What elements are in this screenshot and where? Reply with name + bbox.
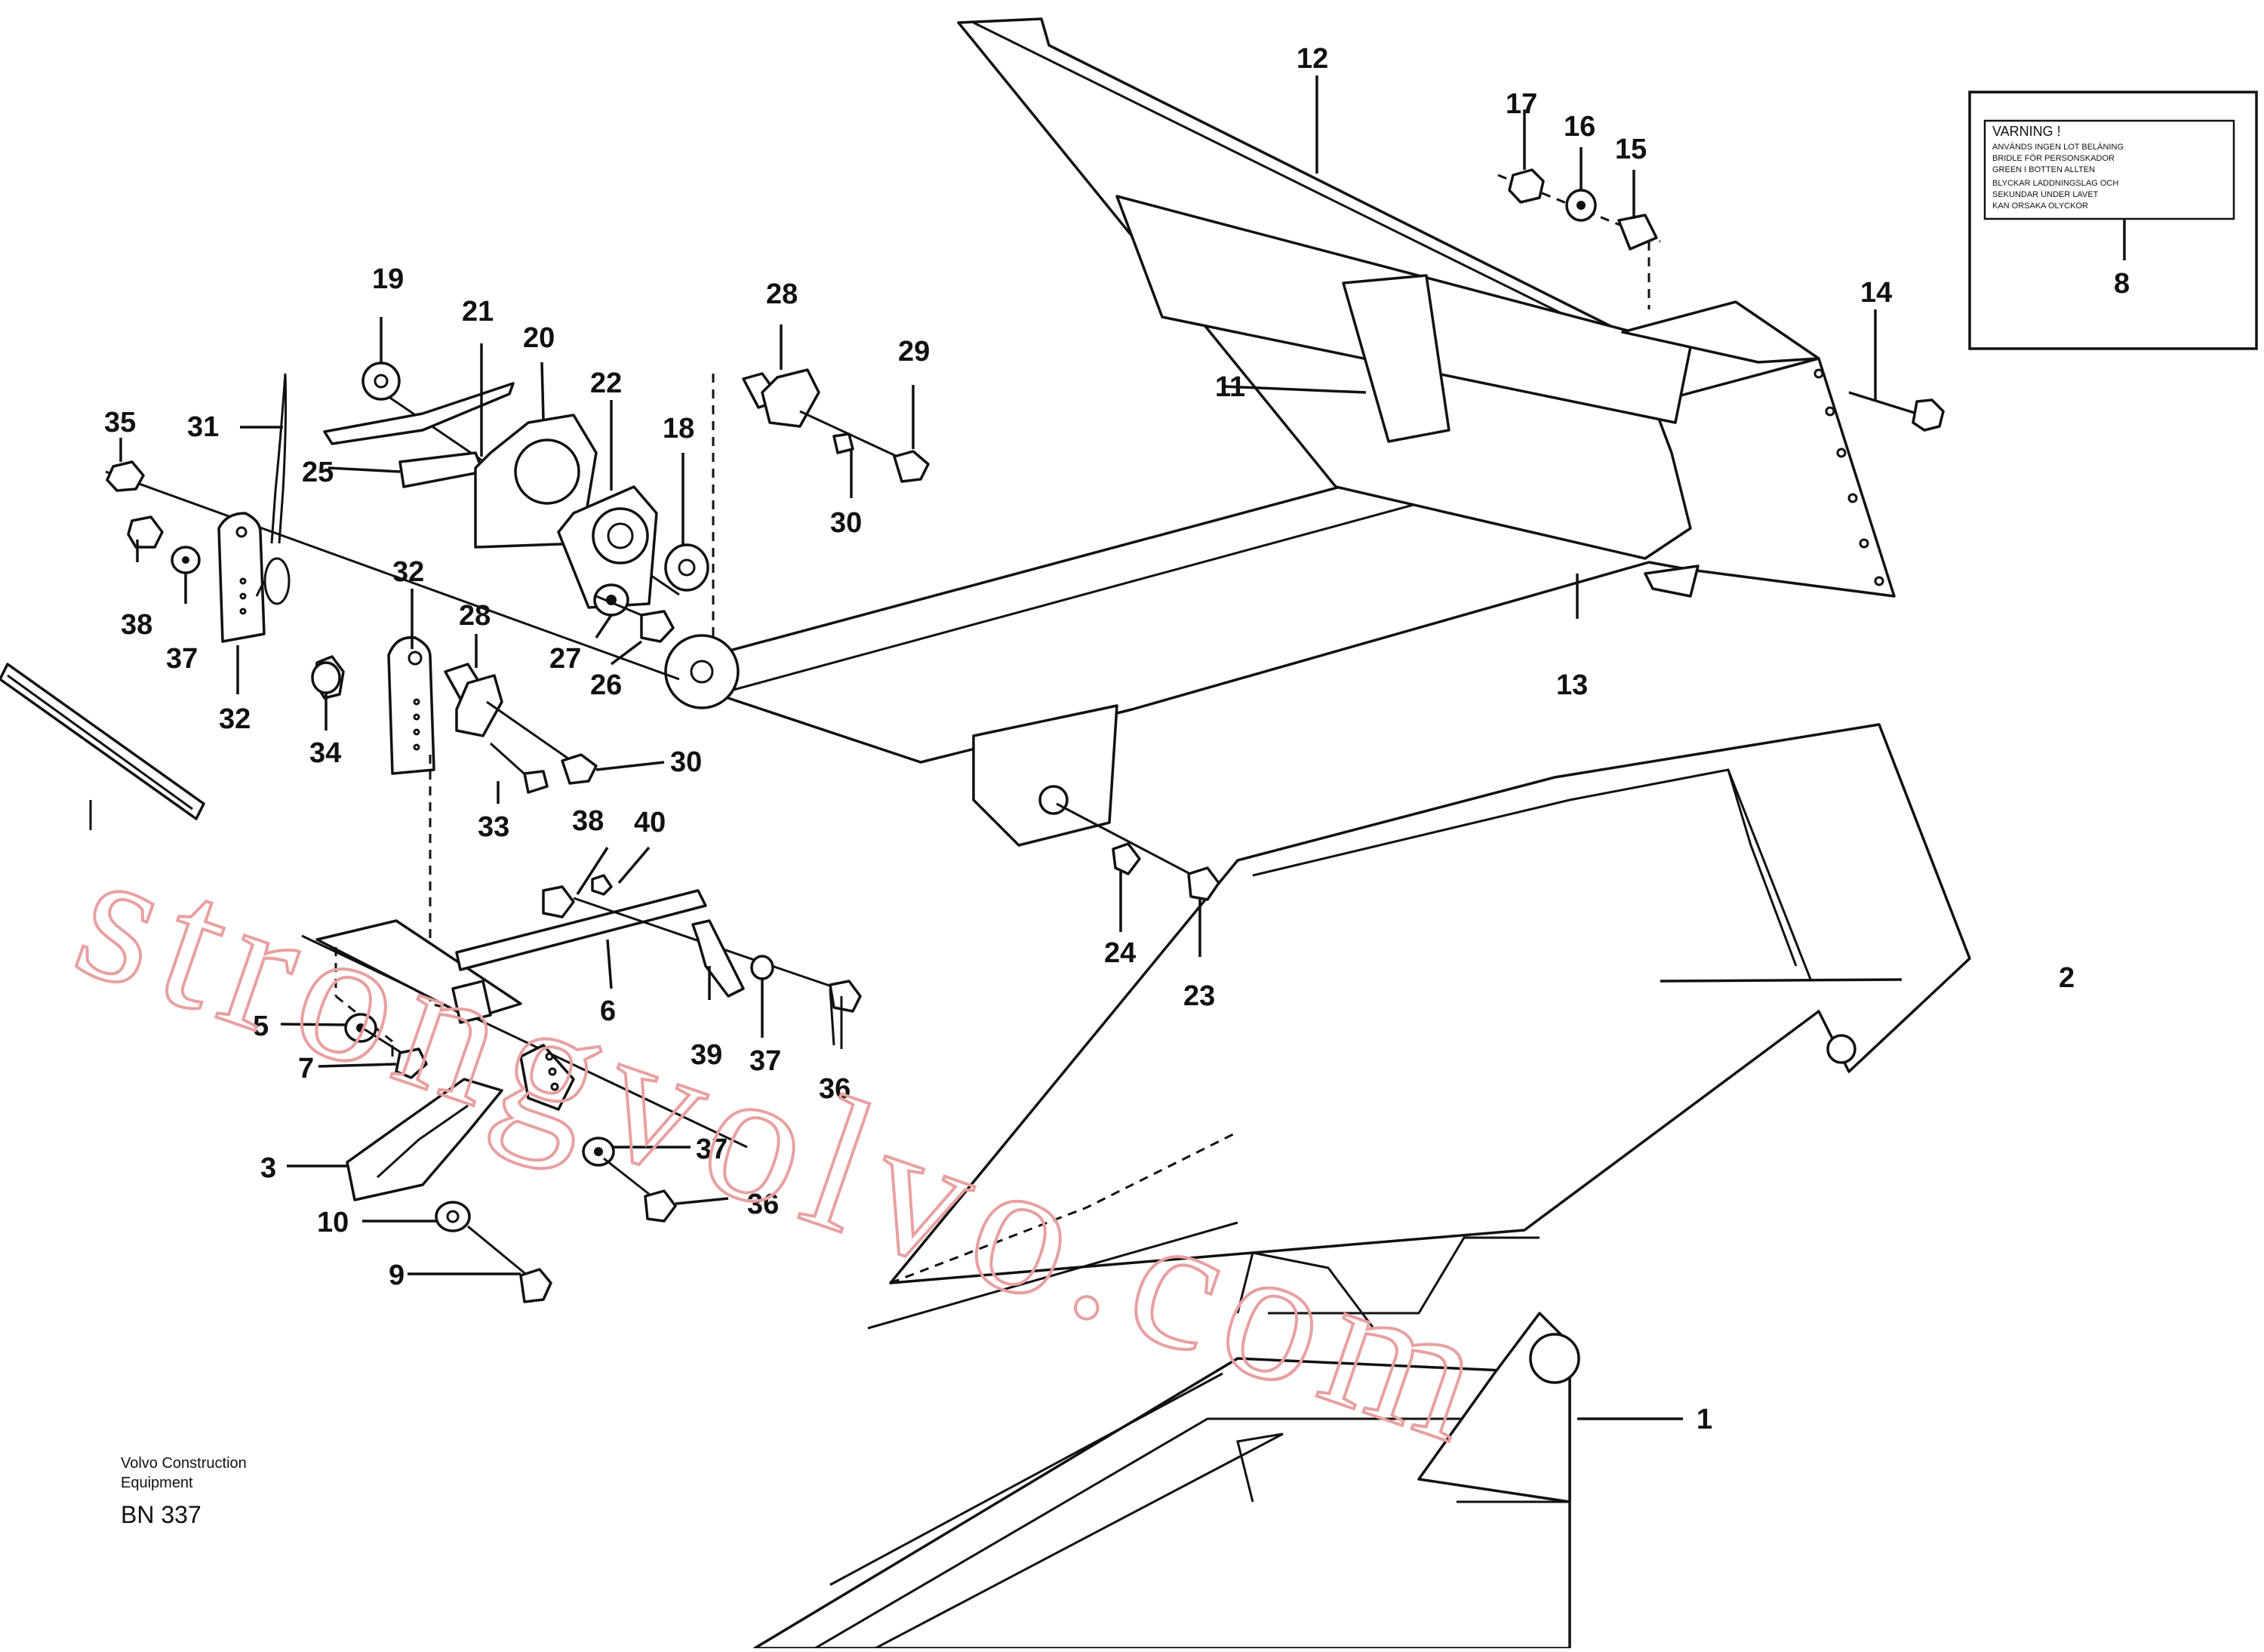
cable-31 — [255, 373, 291, 605]
callout-27: 27 — [549, 643, 581, 675]
callout-28-upper: 28 — [766, 278, 798, 310]
callout-38-left: 38 — [121, 609, 152, 641]
callout-28-lower: 28 — [459, 600, 491, 632]
warning-line-2: BRIDLE FÖR PERSONSKADOR — [1992, 154, 2115, 163]
hardware-15-17 — [1497, 168, 1661, 309]
callout-30-lower: 30 — [670, 746, 702, 778]
callout-7: 7 — [298, 1053, 314, 1084]
hardware-9-10 — [435, 1201, 552, 1303]
callout-6: 6 — [600, 995, 616, 1027]
drawing-code: BN 337 — [121, 1501, 201, 1528]
rod-6-and-pin-38-40 — [455, 874, 862, 1049]
part-1-frame — [753, 1236, 1580, 1650]
callout-8: 8 — [2114, 268, 2130, 300]
warning-heading: VARNING ! — [1992, 124, 2061, 139]
callout-26: 26 — [590, 669, 622, 701]
callout-20: 20 — [523, 322, 555, 354]
warning-line-1: ANVÄNDS INGEN LOT BELÄNING — [1992, 143, 2124, 152]
callout-10: 10 — [317, 1207, 349, 1238]
callout-37-rod: 37 — [749, 1045, 781, 1077]
warning-line-3: GREEN I BOTTEN ALLTEN — [1992, 165, 2095, 174]
callout-11: 11 — [1215, 371, 1245, 403]
callout-29: 29 — [898, 336, 930, 368]
hardware-36-37 — [582, 1137, 677, 1223]
callout-1: 1 — [1696, 1404, 1712, 1435]
company-name-line-1: Volvo Construction — [121, 1455, 247, 1472]
callout-2: 2 — [2059, 962, 2075, 994]
strip-left — [0, 663, 205, 830]
hardware-5-7 — [344, 1013, 428, 1079]
callout-35: 35 — [104, 407, 136, 438]
hardware-26-27 — [593, 583, 675, 643]
callout-36-lower: 36 — [747, 1189, 779, 1220]
part-2-body — [867, 723, 1971, 1330]
callout-33: 33 — [478, 811, 509, 843]
callout-40: 40 — [634, 807, 666, 838]
warning-line-5: SEKUNDAR UNDER LAVET — [1992, 190, 2099, 199]
part-8-warning-label: VARNING ! ANVÄNDS INGEN LOT BELÄNING BRI… — [1968, 91, 2258, 350]
callout-21: 21 — [462, 296, 494, 328]
pin-assembly-28-30-lower — [444, 663, 598, 794]
callout-32-right: 32 — [392, 556, 424, 588]
callout-34: 34 — [309, 737, 341, 769]
callout-24: 24 — [1104, 937, 1136, 969]
leader-lines — [119, 75, 1903, 1420]
callout-37-lower: 37 — [696, 1134, 727, 1165]
callout-5: 5 — [253, 1011, 269, 1042]
callout-14: 14 — [1860, 277, 1892, 309]
company-name-line-2: Equipment — [121, 1475, 193, 1491]
callout-23: 23 — [1183, 980, 1215, 1012]
callout-22: 22 — [590, 368, 622, 399]
callout-31: 31 — [187, 411, 219, 443]
warning-line-4: BLYCKAR LADDNINGSLAG OCH — [1992, 179, 2118, 188]
part-11-bracket — [1342, 274, 1450, 443]
pin-assembly-28-30-upper — [712, 368, 930, 638]
callout-19: 19 — [372, 263, 404, 295]
callout-38-rod: 38 — [572, 805, 604, 837]
bolt-23-24 — [1056, 802, 1220, 901]
callout-25: 25 — [302, 457, 334, 488]
support-bracket-3 — [301, 919, 748, 1201]
bolt-14 — [1848, 391, 1945, 432]
warning-line-6: KAN ORSAKA OLYCKOR — [1992, 202, 2088, 211]
callout-30-upper: 30 — [830, 507, 862, 539]
callout-3: 3 — [260, 1152, 276, 1184]
callout-18: 18 — [663, 413, 694, 445]
callout-12: 12 — [1297, 43, 1328, 75]
callout-15: 15 — [1615, 134, 1647, 165]
callout-36-rod: 36 — [819, 1073, 851, 1105]
bearing-assembly-19-22 — [323, 361, 709, 609]
callout-37-left: 37 — [166, 643, 198, 675]
washer-34 — [311, 661, 341, 694]
callout-9: 9 — [389, 1260, 405, 1291]
callout-39: 39 — [691, 1039, 722, 1071]
callout-32-left: 32 — [219, 703, 251, 735]
footer-block: Volvo Construction Equipment BN 337 — [121, 1455, 247, 1528]
callout-13: 13 — [1556, 669, 1588, 701]
callout-17: 17 — [1506, 88, 1537, 120]
callout-labels: 1 2 3 5 6 7 8 9 10 11 12 13 14 15 16 17 … — [104, 43, 2130, 1435]
callout-16: 16 — [1564, 111, 1595, 143]
